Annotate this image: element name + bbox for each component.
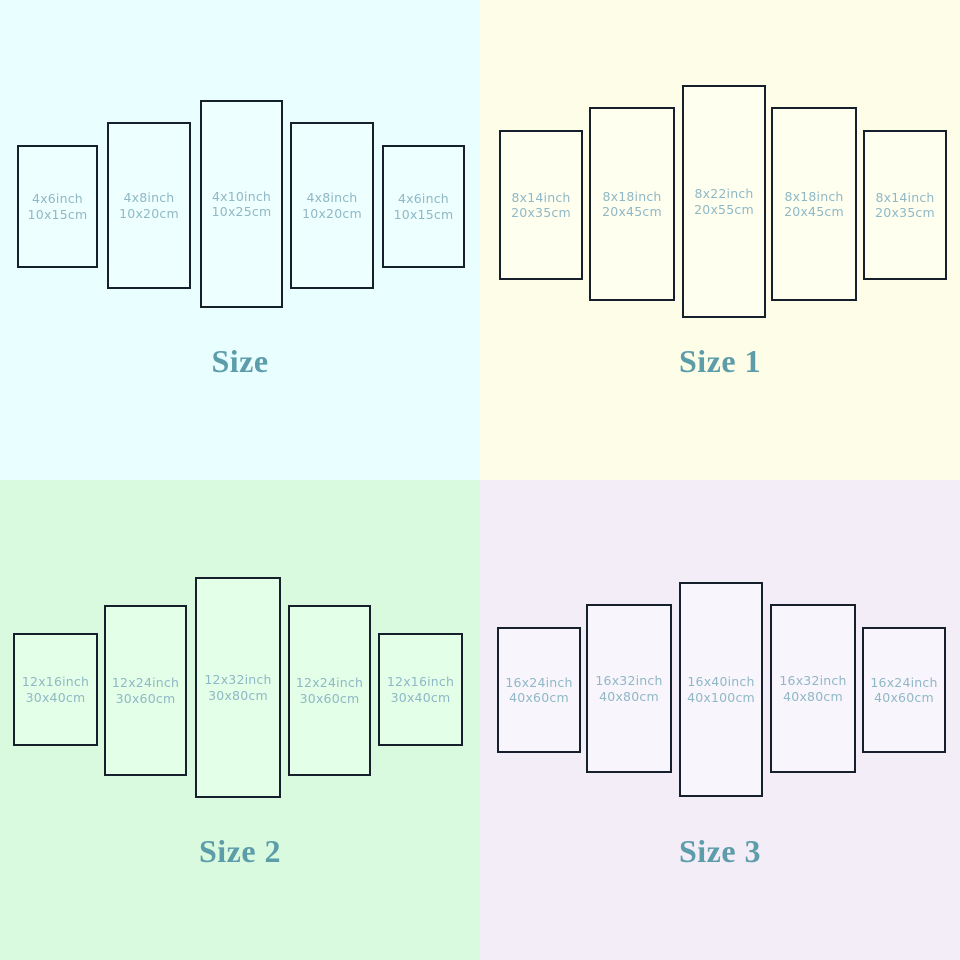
panel-size-cm: 40x100cm	[687, 689, 755, 705]
panel-size-inches: 16x40inch	[687, 674, 755, 689]
panel-size-inches: 8x14inch	[511, 189, 571, 205]
panel-size-cm: 30x60cm	[115, 690, 176, 706]
panel-size-cm: 20x45cm	[602, 204, 662, 219]
panel-size-cm: 10x20cm	[119, 205, 179, 221]
panel-size-inches: 8x22inch	[694, 186, 754, 201]
quadrant-title-size: Size	[211, 343, 269, 379]
panel-size-inches: 16x32inch	[595, 673, 663, 688]
quadrant-title-size-2: Size 2	[198, 833, 282, 869]
panel-size-inches: 12x16inch	[21, 674, 90, 689]
panel-size-cm: 30x40cm	[25, 689, 86, 705]
panel-size-cm: 10x20cm	[302, 205, 362, 221]
panel-size-inches: 4x6inch	[32, 191, 83, 206]
panel-size-cm: 40x80cm	[783, 688, 843, 704]
panel-size-cm: 30x80cm	[208, 687, 268, 703]
panel-size-cm: 10x15cm	[393, 206, 454, 222]
panel-size-inches: 4x8inch	[123, 190, 175, 205]
quadrant-title-size-3: Size 3	[678, 833, 762, 869]
quadrant-title-size-1: Size 1	[678, 343, 762, 379]
panel-size-cm: 20x35cm	[511, 205, 571, 220]
panel-size-cm: 30x60cm	[299, 690, 360, 706]
panel-size-inches: 4x6inch	[398, 191, 449, 206]
panel-size-inches: 16x24inch	[505, 674, 573, 690]
panel-size-cm: 10x25cm	[211, 204, 272, 219]
panel-size-inches: 12x16inch	[386, 674, 455, 689]
panel-size-inches: 4x8inch	[306, 190, 358, 205]
panel-size-cm: 20x45cm	[784, 204, 844, 219]
panel-size-inches: 12x24inch	[111, 675, 180, 690]
panel-size-inches: 8x14inch	[875, 189, 935, 205]
panel-size-cm: 20x55cm	[694, 201, 754, 217]
panel-size-cm: 20x35cm	[875, 205, 935, 220]
panel-size-cm: 40x60cm	[874, 690, 934, 705]
panel-size-cm: 30x40cm	[390, 689, 451, 705]
panel-size-inches: 16x32inch	[779, 673, 847, 688]
panel-size-cm: 40x60cm	[509, 690, 569, 705]
panel-size-inches: 16x24inch	[870, 674, 938, 690]
panel-size-inches: 4x10inch	[211, 188, 272, 204]
panel-size-cm: 40x80cm	[599, 688, 659, 704]
panel-size-inches: 8x18inch	[602, 188, 662, 204]
panel-size-cm: 10x15cm	[27, 206, 88, 222]
panel-size-inches: 12x32inch	[204, 672, 272, 687]
panel-size-inches: 12x24inch	[295, 675, 364, 690]
panel-size-inches: 8x18inch	[784, 188, 844, 204]
